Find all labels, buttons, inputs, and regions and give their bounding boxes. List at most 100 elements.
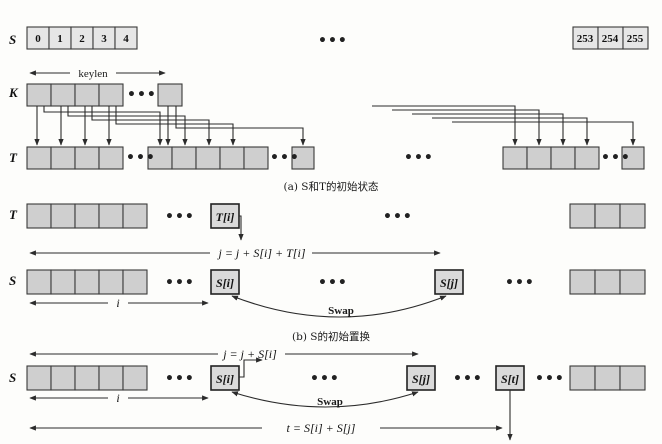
s-cell [98,365,124,391]
k-cell [74,83,100,107]
i-span-b: i [29,296,209,310]
s-index: 4 [123,33,129,45]
ellipsis: ••• [165,275,195,291]
s-cell [594,365,621,391]
swap-curve-c [231,391,419,408]
s-cell [26,269,52,295]
s-cell [50,365,76,391]
s-t-label: S[t] [501,372,519,386]
k-to-t-arrows [34,105,636,146]
s-row-label-b: S [9,273,16,288]
s-cell [74,269,100,295]
s-array-left: 0 1 2 3 4 [26,26,138,50]
k-row-label: K [8,85,19,100]
ellipsis: ••• [318,275,348,291]
s-cell [594,269,621,295]
s-j-cell [434,269,464,295]
t-span-c: t = S[i] + S[j] [29,421,503,435]
j-span-c: j = j + S[i] [29,347,419,361]
s-t-cell [495,365,525,391]
t-row-label-b: T [9,207,18,222]
s-i-label: S[i] [216,276,234,290]
t-cell [569,203,596,229]
s-array-c [26,365,646,391]
k-array [26,83,183,107]
k-cell [26,83,52,107]
t-cell [98,203,124,229]
s-index: 253 [577,33,594,45]
t-cell [26,146,52,170]
s-index: 3 [101,33,107,45]
caption-b: (b) S的初始置换 [292,330,370,343]
t-cell [74,146,100,170]
t-cell [526,146,552,170]
s-cell [569,365,596,391]
ellipsis: ••• [318,33,348,49]
ellipsis: ••• [127,87,157,103]
swap-label-b: Swap [328,305,354,317]
j-equation-c: j = j + S[i] [221,347,277,361]
t-array-b [26,203,646,229]
ellipsis: ••• [383,209,413,225]
i-label-b: i [116,296,119,310]
s-index: 255 [627,33,644,45]
i-span-c: i [29,391,209,405]
s-i-label: S[i] [216,372,234,386]
k-cell [50,83,76,107]
s-i-cell [210,269,240,295]
ellipsis: ••• [126,150,156,166]
s-row-label-c: S [9,370,16,385]
ellipsis: ••• [535,371,565,387]
swap-label-c: Swap [317,396,343,408]
ellipsis: ••• [270,150,300,166]
t-cell [621,146,645,170]
t-cell [291,146,315,170]
keylen-span: keylen [29,68,166,80]
t-cell [195,146,221,170]
s-cell [569,269,596,295]
s-i-arrow [239,357,263,378]
k-cell [98,83,124,107]
s-index: 2 [79,33,85,45]
s-array-right: 253 254 255 [572,26,649,50]
ellipsis: ••• [601,150,631,166]
t-cell [74,203,100,229]
ellipsis: ••• [453,371,483,387]
t-array [26,146,645,170]
t-cell [171,146,197,170]
t-cell [50,146,76,170]
t-cell [619,203,646,229]
ellipsis: ••• [505,275,535,291]
s-array-b [26,269,646,295]
s-index: 254 [602,33,619,45]
t-cell [219,146,245,170]
t-cell [98,146,124,170]
t-row-label: T [9,150,18,165]
ellipsis: ••• [165,371,195,387]
caption-a: (a) S和T的初始状态 [284,180,379,193]
t-cell [502,146,528,170]
keylen-label: keylen [78,68,108,80]
i-label-c: i [116,391,119,405]
s-index: 0 [35,33,41,45]
s-cell [619,269,646,295]
s-cell [50,269,76,295]
t-cell [26,203,52,229]
s-cell [122,365,148,391]
s-cell [122,269,148,295]
s-cell [619,365,646,391]
ellipsis: ••• [404,150,434,166]
ellipsis: ••• [310,371,340,387]
s-row-label: S [9,32,16,47]
s-cell [26,365,52,391]
t-cell [550,146,576,170]
t-cell [594,203,621,229]
k-cell [157,83,183,107]
t-cell [50,203,76,229]
ellipsis: ••• [165,209,195,225]
s-j-cell [406,365,436,391]
t-cell [243,146,269,170]
t-i-label: T[i] [216,210,235,224]
t-cell [574,146,600,170]
